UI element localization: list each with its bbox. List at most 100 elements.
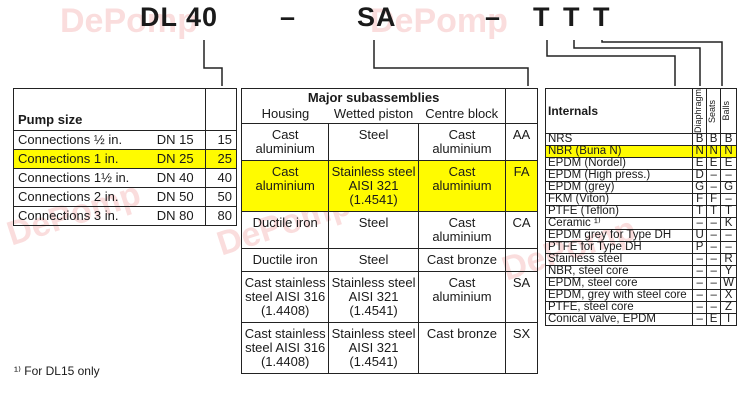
housing-material: Cast aluminium [240,160,330,212]
diaphragm-code: – [692,253,708,267]
subassembly-code: SA [505,271,538,323]
piston-material: Stainless steel AISI 321 (1.4541) [328,322,419,374]
internals-row: EPDM, grey with steel core – – X [544,289,737,303]
subassembly-row: Cast stainless steel AISI 316 (1.4408) S… [240,322,538,374]
col-housing: Housing [240,105,329,124]
internals-row: FKM (Viton) F F – [544,193,737,207]
dn-size: DN 80 [152,206,206,226]
subassembly-row: Cast aluminium Steel Cast aluminium AA [240,123,538,161]
internals-code-2: T [563,2,581,32]
pump-size-row: Connections ½ in. DN 15 15 [12,130,237,150]
internal-material: Ceramic ¹⁾ [544,217,694,231]
subassembly-row: Cast aluminium Stainless steel AISI 321 … [240,160,538,212]
dn-size: DN 40 [152,168,206,188]
seats-code: N [706,145,722,159]
diaphragm-code: U [692,229,708,243]
balls-code: N [720,145,737,159]
internal-material: Conical valve, EPDM [544,313,694,327]
balls-code: Z [720,301,737,315]
internal-material: EPDM (grey) [544,181,694,195]
housing-material: Cast aluminium [240,123,330,161]
seats-code: – [706,241,722,255]
internal-material: PTFE, steel core [544,301,694,315]
seats-code: – [706,229,722,243]
pump-size-row: Connections 1 in. DN 25 25 [12,149,237,169]
internal-material: Stainless steel [544,253,694,267]
internals-row: EPDM (High press.) D – – [544,169,737,183]
balls-code: K [720,217,737,231]
diaphragm-code: P [692,241,708,255]
internal-material: PTFE for Type DH [544,241,694,255]
balls-code: Y [720,265,737,279]
subassembly-row: Ductile iron Steel Cast bronze [240,248,538,272]
balls-code: R [720,253,737,267]
internals-row: PTFE for Type DH P – – [544,241,737,255]
seats-code: E [706,157,722,171]
internal-material: EPDM, steel core [544,277,694,291]
col-centre-block: Centre block [418,105,507,124]
centre-block-material: Cast aluminium [417,271,507,323]
diaphragm-code: – [692,313,708,327]
size-code: 15 [205,130,237,150]
dn-size: DN 15 [152,130,206,150]
seats-code: – [706,253,722,267]
internals-row: NBR, steel core – – Y [544,265,737,279]
housing-material: Cast stainless steel AISI 316 (1.4408) [240,322,330,374]
piston-material: Steel [328,123,419,161]
internal-material: NBR (Buna N) [544,145,694,159]
diaphragm-code: B [692,133,708,147]
internal-material: FKM (Viton) [544,193,694,207]
subassembly-code: AA [505,123,538,161]
seats-code: – [706,277,722,291]
balls-code: – [720,229,737,243]
balls-code: T [720,205,737,219]
connection-size: Connections 1½ in. [12,168,153,188]
diaphragm-code: – [692,277,708,291]
internals-row: EPDM (grey) G – G [544,181,737,195]
internal-material: NRS [544,133,694,147]
internal-material: EPDM (High press.) [544,169,694,183]
internal-material: PTFE (Teflon) [544,205,694,219]
internals-code-1: T [533,2,551,32]
internal-material: EPDM, grey with steel core [544,289,694,303]
diaphragm-code: G [692,181,708,195]
housing-material: Ductile iron [240,248,330,272]
dn-size: DN 25 [152,149,206,169]
balls-code: E [720,157,737,171]
internals-code-3: T [593,2,611,32]
seats-code: – [706,181,722,195]
piston-material: Steel [328,211,419,249]
major-title: Major subassemblies [240,88,507,105]
code-dash: – [280,2,297,32]
diaphragm-code: – [692,217,708,231]
connection-size: Connections 1 in. [12,149,153,169]
size-code: 80 [205,206,237,226]
connection-size: Connections 2 in. [12,187,153,207]
diaphragm-code: E [692,157,708,171]
internals-title: Internals [544,87,694,135]
footnote: ¹⁾ For DL15 only [14,364,100,378]
subassembly-code: FA [505,160,538,212]
seats-code: – [706,169,722,183]
internals-row: Ceramic ¹⁾ – – K [544,217,737,231]
internals-row: EPDM grey for Type DH U – – [544,229,737,243]
internals-table: Internals Diaphragm Seats Balls NRS B B … [544,87,737,327]
connection-size: Connections ½ in. [12,130,153,150]
seats-code: – [706,217,722,231]
internal-material: EPDM grey for Type DH [544,229,694,243]
centre-block-material: Cast aluminium [417,160,507,212]
diaphragm-code: D [692,169,708,183]
diaphragm-code: – [692,265,708,279]
col-balls: Balls [721,101,732,121]
pump-size-row: Connections 1½ in. DN 40 40 [12,168,237,188]
balls-code: – [720,169,737,183]
diaphragm-code: F [692,193,708,207]
subassembly-code [505,248,538,272]
seats-code: B [706,133,722,147]
balls-code: X [720,289,737,303]
diaphragm-code: T [692,205,708,219]
diaphragm-code: – [692,289,708,303]
subassembly-code: SA [357,2,397,32]
housing-material: Cast stainless steel AISI 316 (1.4408) [240,271,330,323]
